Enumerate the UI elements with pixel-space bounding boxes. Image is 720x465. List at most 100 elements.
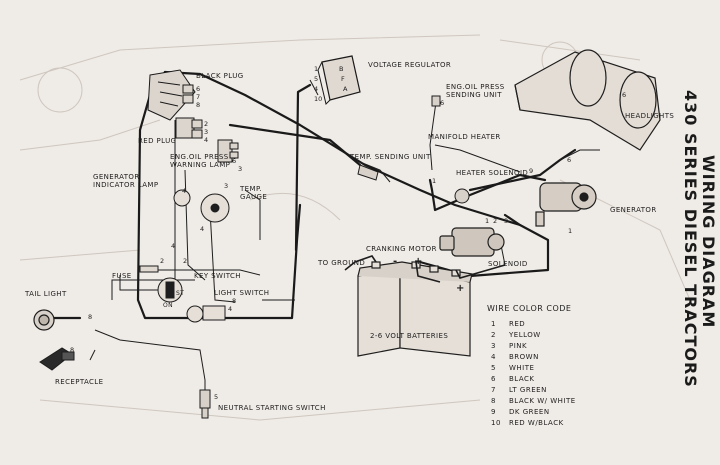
receptacle-label: RECEPTACLE: [55, 378, 104, 386]
key-st-label: ST: [176, 290, 185, 297]
temp-gauge-label-2: GAUGE: [240, 193, 268, 201]
wire-number: 4: [314, 85, 319, 93]
wire-number: 3: [224, 182, 229, 190]
wire-number: 1: [485, 217, 490, 225]
red-plug-icon: [175, 117, 203, 139]
red-plug-label: RED PLUG: [138, 137, 177, 145]
key-switch-label: KEY SWITCH: [194, 272, 241, 280]
wire-number: 8: [232, 297, 237, 305]
wire-number: 2: [204, 120, 209, 128]
wire-number: 4: [200, 225, 205, 233]
receptacle-icon: [39, 347, 75, 371]
voltage-regulator-label: VOLTAGE REGULATOR: [368, 61, 452, 69]
light-switch-icon: [186, 305, 226, 323]
wire-number: 4: [171, 242, 176, 250]
wire-number: 8: [70, 346, 75, 354]
diagram-title-line1: WIRING DIAGRAM: [699, 155, 718, 329]
neutral-switch-label: NEUTRAL STARTING SWITCH: [218, 404, 326, 412]
main-wires: [48, 70, 577, 320]
wire-number: 8: [196, 101, 201, 109]
tail-light-label: TAIL LIGHT: [25, 290, 67, 298]
wire-number: 6: [622, 91, 627, 99]
wire-number: 4: [204, 136, 209, 144]
wire-color-code-title: WIRE COLOR CODE: [487, 304, 572, 313]
temp-sending-unit-icon: [357, 164, 379, 181]
key-on-label: ON: [163, 302, 174, 309]
wire-number: 2: [493, 217, 498, 225]
light-switch-label: LIGHT SWITCH: [214, 289, 270, 297]
cranking-motor-icon: [439, 227, 505, 257]
wire-number: 8: [88, 313, 93, 321]
black-plug-icon: [147, 69, 196, 121]
batteries-label: 2-6 VOLT BATTERIES: [370, 332, 449, 340]
temp-gauge-icon: [200, 193, 230, 223]
regulator-terminal-b: B: [339, 65, 344, 73]
oil-sending-unit-label-2: SENDING UNIT: [446, 91, 502, 99]
regulator-terminal-a: A: [343, 85, 348, 93]
tail-light-icon: [33, 309, 55, 331]
wire-number: 6: [196, 85, 201, 93]
battery-plus-sign-2: +: [456, 283, 465, 294]
warning-lamp-connector-icon: [217, 139, 239, 163]
generator-icon: [535, 182, 597, 227]
heater-solenoid-label: HEATER SOLENOID: [456, 169, 529, 177]
fuse-icon: [139, 265, 159, 273]
oil-sending-unit-label-1: ENG.OIL PRESS: [446, 83, 505, 91]
wire-number: 9: [529, 167, 534, 175]
to-ground-label: TO GROUND: [318, 259, 366, 267]
batteries-icon: [357, 261, 473, 357]
temp-gauge-label-1: TEMP.: [240, 185, 263, 193]
cranking-motor-label: CRANKING MOTOR: [366, 245, 437, 253]
wire-number: 7: [196, 93, 201, 101]
generator-indicator-lamp-icon: [173, 189, 191, 207]
wire-number: 5: [214, 393, 219, 401]
manifold-heater-label: MANIFOLD HEATER: [428, 133, 501, 141]
neutral-switch-icon: [199, 389, 211, 419]
battery-cables: [344, 255, 506, 283]
fuse-label: FUSE: [112, 272, 132, 280]
wire-number: 6: [567, 156, 572, 164]
oil-warning-lamp-label-2: WARNING LAMP: [170, 161, 231, 169]
background-ghost-lines: [19, 34, 691, 421]
headlights-label: HEADLIGHTS: [625, 112, 675, 120]
wire-number: 4: [182, 187, 187, 195]
headlights-icon: [514, 49, 661, 151]
wire-number: 2: [160, 257, 165, 265]
wire-number: 1: [314, 65, 319, 73]
temp-sending-unit-label: TEMP. SENDING UNIT: [350, 153, 431, 161]
generator-lamp-label-2: INDICATOR LAMP: [93, 181, 159, 189]
solenoid-label: SOLENOID: [488, 260, 528, 268]
regulator-terminal-f: F: [341, 75, 345, 83]
diagram-title-line2: 430 SERIES DIESEL TRACTORS: [681, 90, 700, 388]
wire-number: 4: [228, 305, 233, 313]
wire-number: 6: [440, 99, 445, 107]
oil-sending-unit-icon: [431, 95, 441, 107]
wire-number: 1: [568, 227, 573, 235]
wire-number: 3: [238, 165, 243, 173]
generator-label: GENERATOR: [610, 206, 657, 214]
key-switch-icon: [157, 277, 183, 303]
wire-number: 3: [204, 128, 209, 136]
wire-number: 3: [504, 217, 509, 225]
battery-minus-sign: -: [393, 256, 398, 267]
battery-plus-sign: +: [414, 256, 423, 267]
wire-number: 1: [432, 177, 437, 185]
oil-warning-lamp-label-1: ENG.OIL PRESS: [170, 153, 229, 161]
heater-solenoid-icon: [454, 188, 470, 204]
wire-number: 5: [314, 75, 319, 83]
wire-number: 6: [232, 157, 237, 165]
wire-number: 2: [183, 257, 188, 265]
black-plug-label: BLACK PLUG: [196, 72, 244, 80]
